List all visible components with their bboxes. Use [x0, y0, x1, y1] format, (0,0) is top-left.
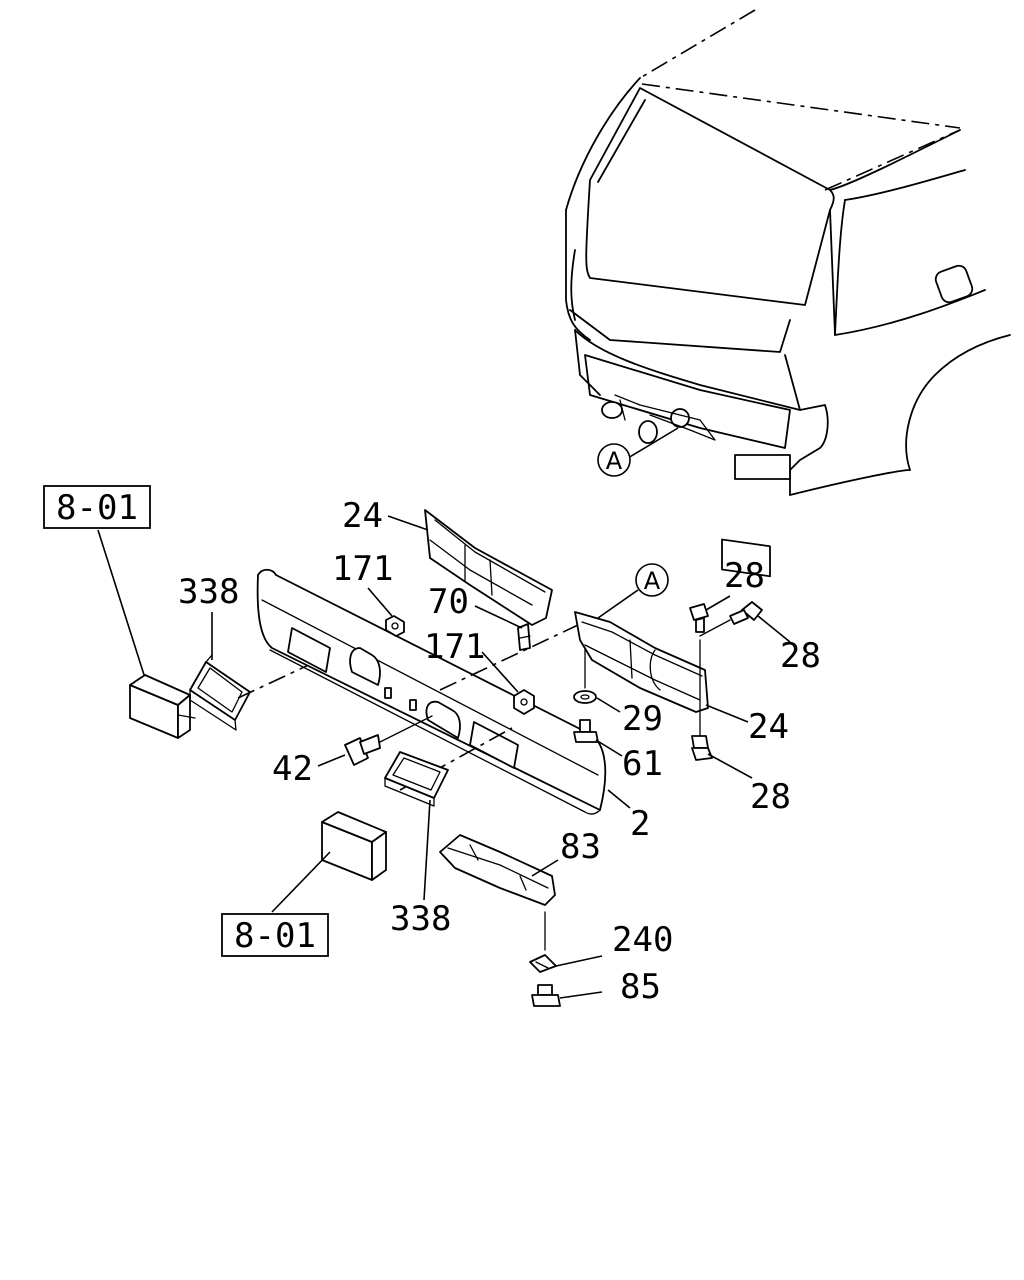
bezel-338-left: [189, 654, 251, 731]
leader-338-bottom: [423, 799, 431, 901]
leader-42: [317, 754, 346, 767]
bracket-24-top: [424, 509, 553, 626]
callout-171-top: 171: [332, 549, 393, 589]
leader-70: [474, 605, 523, 629]
leader-61: [595, 739, 623, 757]
bolt-85: [531, 984, 561, 1007]
fog-lamp-bottom: [321, 811, 387, 881]
reference-marker-a-cab: A: [606, 447, 623, 475]
callout-28-c: 28: [750, 777, 791, 817]
leader-24-right: [705, 704, 749, 723]
callout-2: 2: [630, 804, 650, 844]
truck-cab-illustration: A: [565, 9, 1011, 578]
leader-8-01-bottom: [271, 851, 331, 913]
bumper-2: [256, 568, 607, 815]
bolt-42-centerline: [379, 715, 433, 743]
clip-70: [517, 623, 531, 651]
callout-24-right: 24: [748, 707, 789, 747]
bolt-42: [344, 734, 381, 766]
bracket-83: [439, 834, 556, 906]
leader-24-top: [387, 515, 429, 531]
callout-42: 42: [272, 749, 313, 789]
washer-29: [573, 690, 597, 704]
nut-171-top: [385, 615, 405, 637]
clip-nut-240: [529, 954, 557, 973]
leader-2: [607, 789, 631, 809]
callout-83: 83: [560, 827, 601, 867]
ref-box-8-01-top[interactable]: 8-01: [43, 485, 151, 529]
callout-24-top: 24: [342, 496, 383, 536]
leader-8-01-top: [97, 529, 153, 701]
nut-171-mid: [513, 689, 535, 715]
leader-28-b: [757, 615, 791, 643]
bolt-28-upper-right: [729, 601, 763, 625]
bolt-28-lower: [691, 735, 713, 761]
leader-29: [596, 697, 621, 713]
callout-29: 29: [622, 699, 663, 739]
leader-83: [531, 859, 559, 877]
leader-240: [555, 955, 603, 967]
ref-box-8-01-bottom[interactable]: 8-01: [221, 913, 329, 957]
leader-28-a: [705, 595, 731, 611]
callout-85: 85: [620, 967, 661, 1007]
reference-marker-a-bracket: A: [644, 567, 661, 595]
leader-171-top: [367, 587, 393, 617]
callout-28-b: 28: [780, 636, 821, 676]
leader-171-mid: [481, 651, 519, 693]
bracket-24-right: [574, 611, 709, 713]
leader-a-bracket: [597, 589, 639, 619]
fog-lamp-left: [129, 674, 196, 739]
ref-box-label: 8-01: [234, 916, 316, 956]
bezel-338-bottom: [384, 751, 449, 807]
callout-61: 61: [622, 744, 663, 784]
centerline-bezel-bottom: [399, 727, 513, 791]
bolt-28-upper-left: [689, 603, 709, 633]
callout-240: 240: [612, 920, 673, 960]
callout-70: 70: [428, 582, 469, 622]
leader-28-c: [707, 753, 753, 779]
callout-338-bottom: 338: [390, 899, 451, 939]
callout-171-mid: 171: [424, 627, 485, 667]
bolt-28-upper-right-axis: [699, 619, 731, 637]
centerline-bracket: [439, 624, 579, 691]
leader-85: [559, 991, 603, 999]
callout-28-a: 28: [724, 556, 765, 596]
callout-338-left: 338: [178, 572, 239, 612]
ref-box-label: 8-01: [56, 488, 138, 528]
